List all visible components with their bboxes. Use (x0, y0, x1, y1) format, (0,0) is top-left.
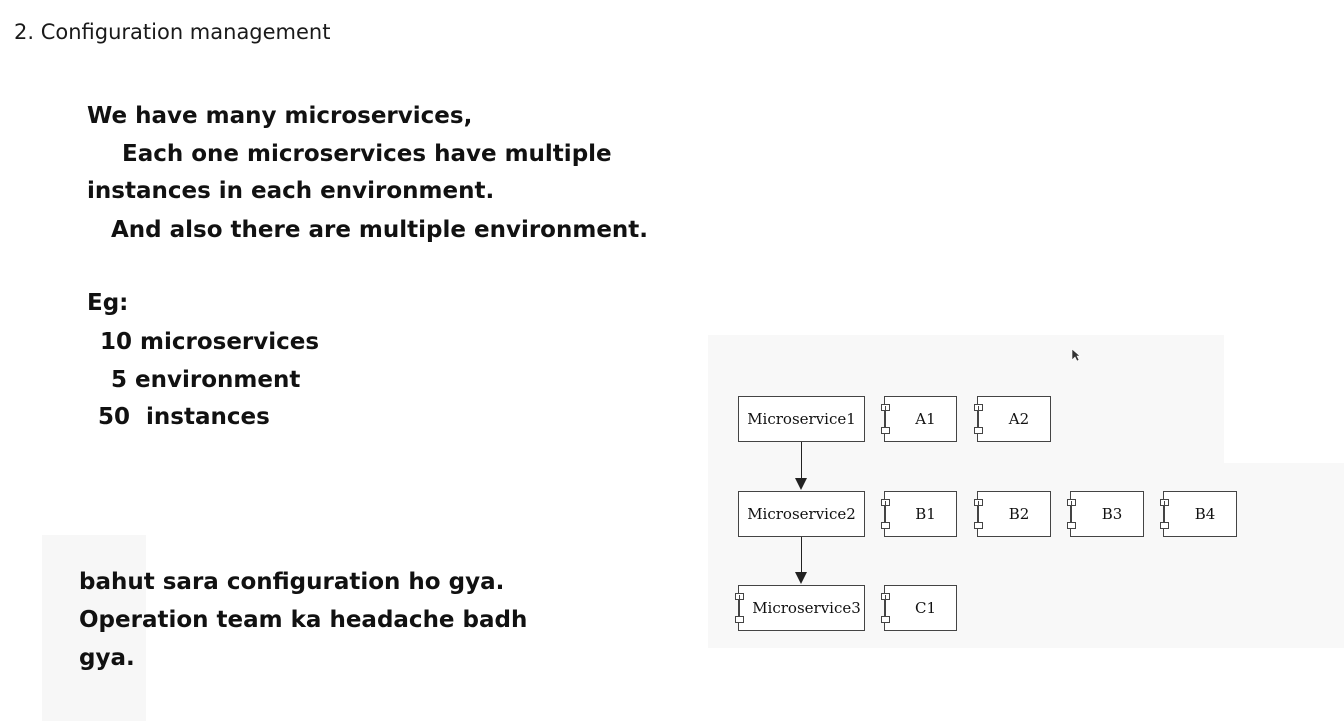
example-line-2: 5 environment (111, 367, 301, 393)
instance-c1: C1 (881, 585, 957, 631)
section-heading: 2. Configuration management (14, 20, 331, 44)
arrow-2-line (801, 537, 802, 573)
instance-a2-label: A2 (1008, 410, 1030, 428)
instance-b4-label: B4 (1194, 505, 1216, 523)
instance-b2: B2 (974, 491, 1051, 537)
example-line-3: 50 instances (98, 404, 270, 430)
arrow-1-line (801, 442, 802, 479)
note-line-2: Operation team ka headache badh (79, 607, 528, 633)
instance-c1-label: C1 (914, 599, 937, 617)
instance-b2-label: B2 (1008, 505, 1030, 523)
cursor-icon (1071, 348, 1081, 367)
intro-line-3: instances in each environment. (87, 178, 495, 204)
microservice2-box: Microservice2 (738, 491, 865, 537)
instance-a2: A2 (974, 396, 1051, 442)
note-line-3: gya. (79, 645, 135, 671)
microservice1-box: Microservice1 (738, 396, 865, 442)
instance-a1-label: A1 (915, 410, 936, 428)
instance-a1: A1 (881, 396, 957, 442)
microservice3-box: Microservice3 (735, 585, 865, 631)
instance-b1: B1 (881, 491, 957, 537)
arrow-2-head (795, 572, 807, 584)
intro-line-4: And also there are multiple environment. (111, 217, 649, 243)
microservice2-label: Microservice2 (747, 505, 856, 523)
note-line-1: bahut sara configuration ho gya. (79, 569, 505, 595)
intro-line-2: Each one microservices have multiple (122, 141, 612, 167)
intro-line-1: We have many microservices, (87, 103, 473, 129)
example-line-1: 10 microservices (100, 329, 320, 355)
instance-b4: B4 (1160, 491, 1237, 537)
arrow-1-head (795, 478, 807, 490)
microservice3-label: Microservice3 (752, 599, 861, 617)
instance-b1-label: B1 (915, 505, 936, 523)
note-background (42, 535, 146, 721)
instance-b3-label: B3 (1101, 505, 1123, 523)
microservice1-label: Microservice1 (747, 410, 856, 428)
example-label: Eg: (87, 290, 129, 316)
instance-b3: B3 (1067, 491, 1144, 537)
